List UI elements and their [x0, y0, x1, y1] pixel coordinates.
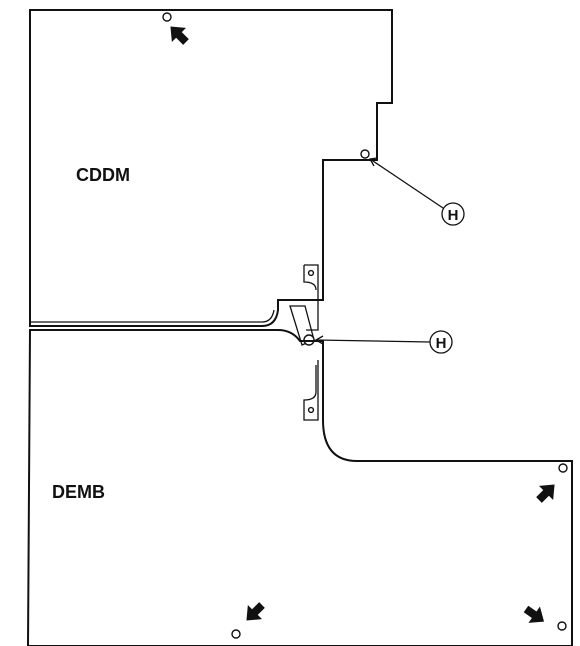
cddm-edge-line	[30, 309, 275, 323]
lower-bracket-hole-icon	[307, 406, 315, 414]
callout-connector: H	[314, 330, 453, 354]
callout-upper-hole: H	[368, 157, 465, 226]
demb-label: DEMB	[52, 482, 105, 502]
cddm-board-outline	[29, 9, 393, 327]
demb-bottom-mid-hole-icon	[231, 629, 241, 639]
arrow-icon	[536, 484, 555, 503]
arrow-icon	[246, 602, 265, 621]
arrow-icon	[170, 26, 189, 45]
cddm-board: CDDM	[29, 9, 393, 327]
demb-board: DEMB	[26, 329, 573, 646]
callout-upper-letter: H	[448, 207, 459, 224]
callout-connector-leader	[315, 339, 431, 343]
upper-bracket-side	[303, 265, 317, 291]
callout-upper-arrowhead	[368, 157, 378, 167]
interconnect-bracket	[289, 264, 319, 421]
callout-upper-circle	[441, 202, 465, 226]
demb-board-outline	[26, 329, 573, 646]
cddm-top-hole-icon	[162, 12, 172, 22]
lower-bracket-outline	[303, 360, 319, 421]
demb-bottom-right-hole-icon	[557, 621, 567, 631]
cddm-h-hole-icon	[360, 149, 370, 159]
demb-right-top-hole-icon	[558, 463, 568, 473]
arrow-icon	[523, 605, 545, 623]
cddm-label: CDDM	[76, 165, 130, 185]
upper-bracket-hole-icon	[307, 269, 315, 277]
callout-connector-arrowhead	[314, 335, 324, 345]
callout-upper-leader	[369, 158, 444, 209]
callout-connector-circle	[429, 330, 453, 354]
callout-connector-letter: H	[436, 335, 447, 352]
